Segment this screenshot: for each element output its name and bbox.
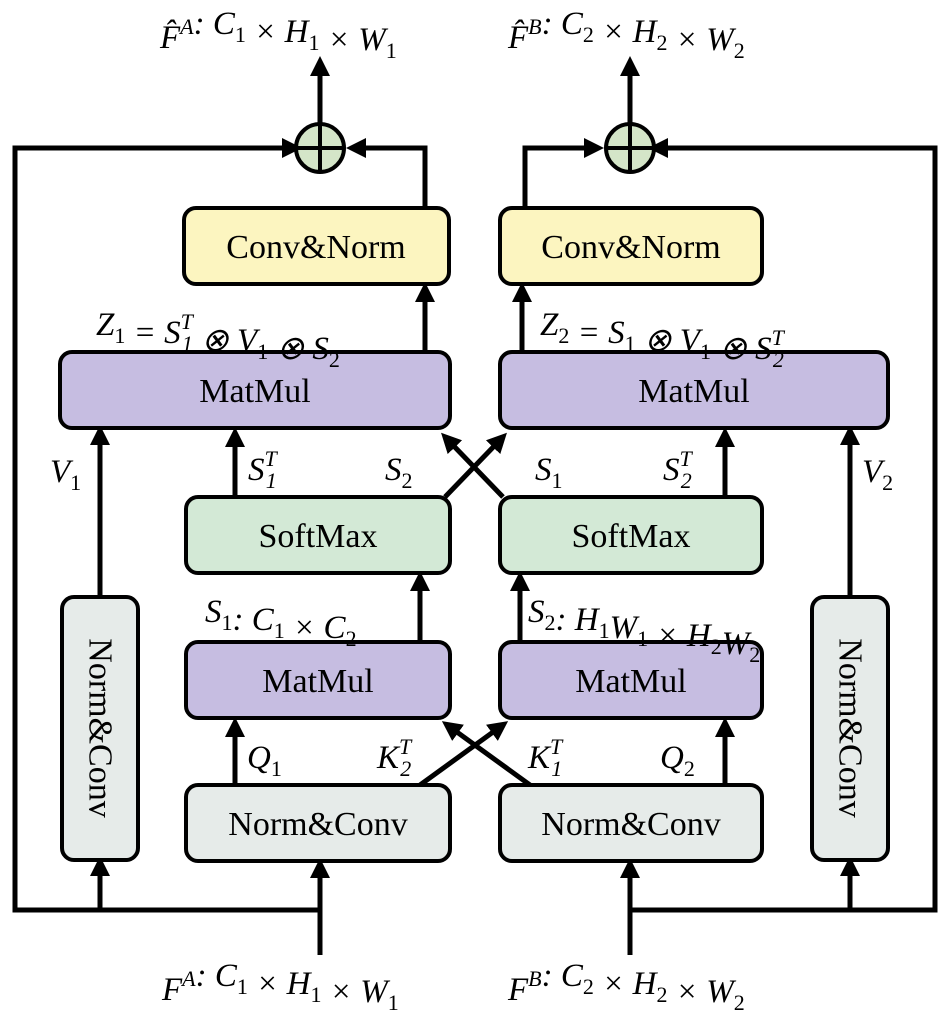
output-b-label: F̂B: C2 × H2 × W2: [507, 6, 745, 63]
matmul-mid-left-box: MatMul: [184, 640, 452, 720]
norm-conv-side-left-label: Norm&Conv: [82, 638, 119, 817]
matmul-top-left-label: MatMul: [199, 373, 310, 410]
norm-conv-side-left-box: Norm&Conv: [60, 595, 140, 862]
norm-conv-right-label: Norm&Conv: [541, 806, 720, 843]
conv-norm-right-box: Conv&Norm: [498, 206, 764, 286]
s2-dimension-label: S2: H1W1 × H2W2: [528, 594, 760, 667]
matmul-mid-left-label: MatMul: [262, 663, 373, 700]
q2-label: Q2: [660, 740, 695, 781]
output-a-label: F̂A: C1 × H1 × W1: [159, 6, 397, 63]
norm-conv-right-box: Norm&Conv: [498, 783, 764, 863]
matmul-mid-right-box: MatMul: [498, 640, 764, 720]
q1-label: Q1: [247, 740, 282, 781]
add-node-left: [294, 122, 346, 174]
conv-norm-left-box: Conv&Norm: [182, 206, 451, 286]
input-b-label: FB: C2 × H2 × W2: [507, 958, 745, 1015]
norm-conv-side-right-label: Norm&Conv: [832, 638, 869, 817]
add-node-right: [604, 122, 656, 174]
connection-lines: [12, 56, 938, 955]
conv-norm-left-label: Conv&Norm: [226, 229, 405, 266]
softmax-left-box: SoftMax: [184, 495, 452, 575]
matmul-top-right-box: MatMul: [498, 350, 890, 430]
conv-norm-right-label: Conv&Norm: [541, 229, 720, 266]
softmax-left-label: SoftMax: [259, 518, 378, 555]
softmax-right-label: SoftMax: [572, 518, 691, 555]
s1-dimension-label: S1: C1 × C2: [205, 594, 357, 651]
input-a-label: FA: C1 × H1 × W1: [161, 958, 399, 1015]
norm-conv-side-right-box: Norm&Conv: [810, 595, 890, 862]
s2-left-label: S2: [385, 452, 413, 493]
norm-conv-left-label: Norm&Conv: [228, 806, 407, 843]
v2-label: V2: [862, 454, 893, 495]
v1-label: V1: [50, 454, 81, 495]
matmul-top-left-box: MatMul: [58, 350, 452, 430]
matmul-mid-right-label: MatMul: [575, 663, 686, 700]
s1-right-label: S1: [535, 452, 563, 493]
norm-conv-left-box: Norm&Conv: [184, 783, 452, 863]
matmul-top-right-label: MatMul: [638, 373, 749, 410]
softmax-right-box: SoftMax: [498, 495, 764, 575]
